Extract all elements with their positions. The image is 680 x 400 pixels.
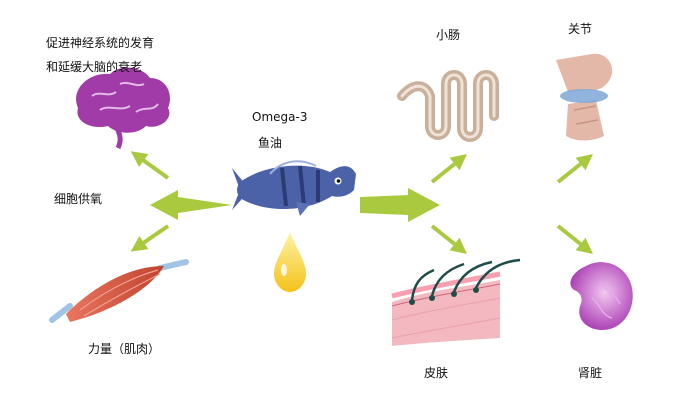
joint-label: 关节 <box>568 22 593 36</box>
arrow-to-brain <box>130 151 170 180</box>
oxygen-label: 细胞供氧 <box>54 192 103 206</box>
arrow-to-skin <box>430 224 467 254</box>
skin-icon <box>391 258 521 346</box>
brain-icon <box>76 67 170 150</box>
kidney-icon <box>570 262 633 330</box>
arrow-to-intestine <box>430 154 467 184</box>
muscle-label: 力量（肌肉） <box>88 342 161 356</box>
fish-icon <box>232 160 356 216</box>
skin-label: 皮肤 <box>424 366 449 380</box>
brain-label-line2: 和延缓大脑的衰老 <box>46 60 143 74</box>
intestine-label: 小肠 <box>436 28 461 42</box>
muscle-icon <box>49 259 189 323</box>
arrows <box>130 151 593 254</box>
joint-icon <box>556 53 613 141</box>
arrow-to-oxygen <box>150 190 232 220</box>
kidney-label: 肾脏 <box>578 366 603 380</box>
arrow-to-right <box>360 188 440 222</box>
center-title: Omega-3 <box>252 110 308 124</box>
arrow-to-joint <box>556 154 593 184</box>
center-subtitle: 鱼油 <box>258 136 283 150</box>
oil-drop-icon <box>274 232 306 292</box>
brain-label-line1: 促进神经系统的发育 <box>46 36 155 50</box>
arrow-to-kidney <box>556 224 593 254</box>
intestine-icon <box>397 70 499 142</box>
arrow-to-muscle <box>130 224 170 252</box>
